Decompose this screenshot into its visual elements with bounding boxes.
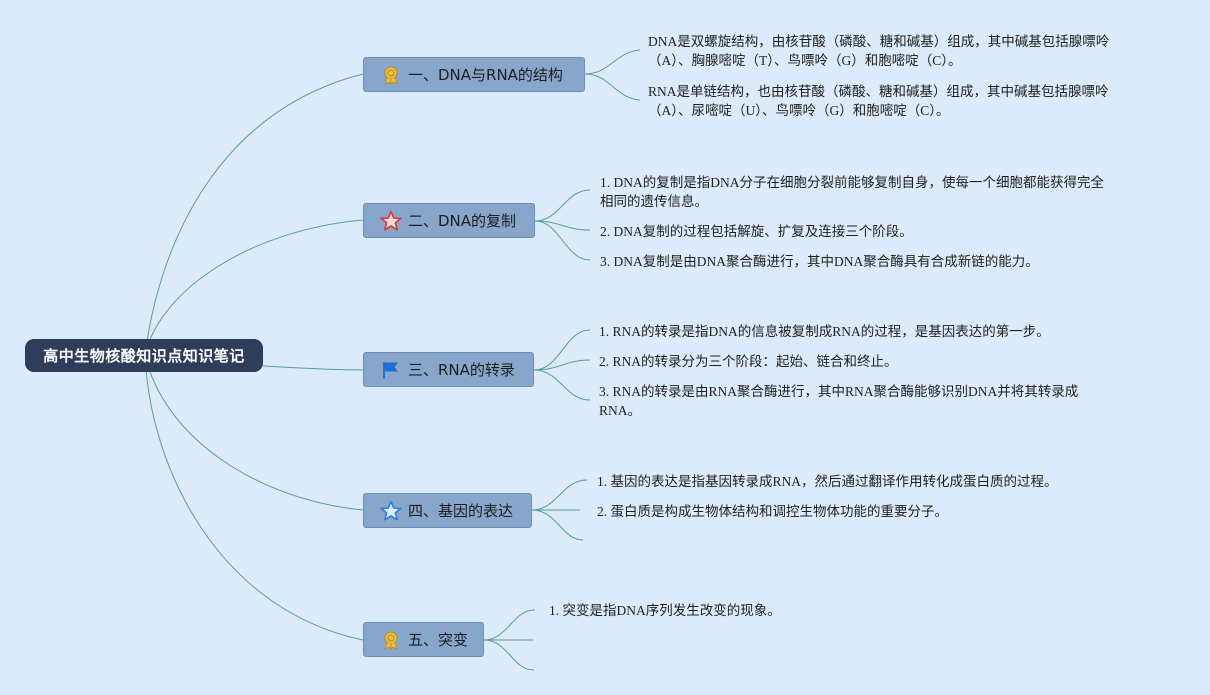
topic-label: 四、基因的表达 xyxy=(408,502,514,520)
topic-dna-rna-structure[interactable]: 一、DNA与RNA的结构 xyxy=(363,57,585,92)
connector-t2-leaf-2 xyxy=(534,220,591,231)
red-star-icon xyxy=(380,210,402,232)
topic-gene-expression[interactable]: 四、基因的表达 xyxy=(363,493,532,528)
leaf-expression-1: 1. 基因的表达是指基因转录成RNA，然后通过翻译作用转化成蛋白质的过程。 xyxy=(597,474,1058,489)
leaf-transcription-2: 2. RNA的转录分为三个阶段：起始、链合和终止。 xyxy=(599,354,898,369)
topic-label: 五、突变 xyxy=(408,631,469,649)
leaf-expression-2: 2. 蛋白质是构成生物体结构和调控生物体功能的重要分子。 xyxy=(597,504,948,519)
topic-mutation[interactable]: 五、突变 xyxy=(363,622,484,657)
blue-star-icon xyxy=(380,500,402,522)
connector-t4-leaf-3 xyxy=(531,509,584,541)
connector-t1-leaf-1 xyxy=(584,49,641,75)
connector-t3-leaf-3 xyxy=(533,369,591,401)
connector-t5-leaf-3 xyxy=(483,639,535,671)
leaf-rna-structure: RNA是单链结构，也由核苷酸（磷酸、糖和碱基）组成，其中碱基包括腺嘌呤（A）、尿… xyxy=(648,84,1109,118)
ribbon-badge-icon xyxy=(380,64,402,86)
root-topic[interactable]: 高中生物核酸知识点知识笔记 xyxy=(25,339,263,372)
leaf-replication-2: 2. DNA复制的过程包括解旋、扩复及连接三个阶段。 xyxy=(600,224,913,239)
connector-t3-leaf-2 xyxy=(533,359,591,371)
connector-t2-leaf-1 xyxy=(534,189,591,222)
connector-root-topic-3 xyxy=(262,365,364,371)
connector-t4-leaf-1 xyxy=(531,479,588,511)
topic-label: 二、DNA的复制 xyxy=(408,212,517,230)
topic-label: 三、RNA的转录 xyxy=(408,361,515,379)
connector-t1-leaf-2 xyxy=(584,73,641,101)
ribbon-badge-icon xyxy=(380,629,402,651)
connector-root-topic-4 xyxy=(144,354,364,511)
connector-root-topic-2 xyxy=(144,219,364,356)
connector-t2-leaf-3 xyxy=(534,220,591,261)
topic-rna-transcription[interactable]: 三、RNA的转录 xyxy=(363,352,534,387)
topic-label: 一、DNA与RNA的结构 xyxy=(408,66,563,84)
connector-root-topic-5 xyxy=(144,354,364,641)
leaf-dna-structure: DNA是双螺旋结构，由核苷酸（磷酸、糖和碱基）组成，其中碱基包括腺嘌呤（A）、胸… xyxy=(648,34,1110,68)
blue-flag-icon xyxy=(380,359,402,381)
connector-t5-leaf-1 xyxy=(483,609,536,641)
leaf-mutation-1: 1. 突变是指DNA序列发生改变的现象。 xyxy=(549,603,781,618)
leaf-transcription-1: 1. RNA的转录是指DNA的信息被复制成RNA的过程，是基因表达的第一步。 xyxy=(599,324,1050,339)
connector-root-topic-1 xyxy=(144,73,364,356)
leaf-replication-3: 3. DNA复制是由DNA聚合酶进行，其中DNA聚合酶具有合成新链的能力。 xyxy=(600,254,1039,269)
root-title: 高中生物核酸知识点知识笔记 xyxy=(43,347,245,365)
leaf-replication-1: 1. DNA的复制是指DNA分子在细胞分裂前能够复制自身，使每一个细胞都能获得完… xyxy=(600,175,1104,209)
connector-t3-leaf-1 xyxy=(533,329,591,371)
leaf-transcription-3: 3. RNA的转录是由RNA聚合酶进行，其中RNA聚合酶能够识别DNA并将其转录… xyxy=(599,384,1079,418)
topic-dna-replication[interactable]: 二、DNA的复制 xyxy=(363,203,535,238)
